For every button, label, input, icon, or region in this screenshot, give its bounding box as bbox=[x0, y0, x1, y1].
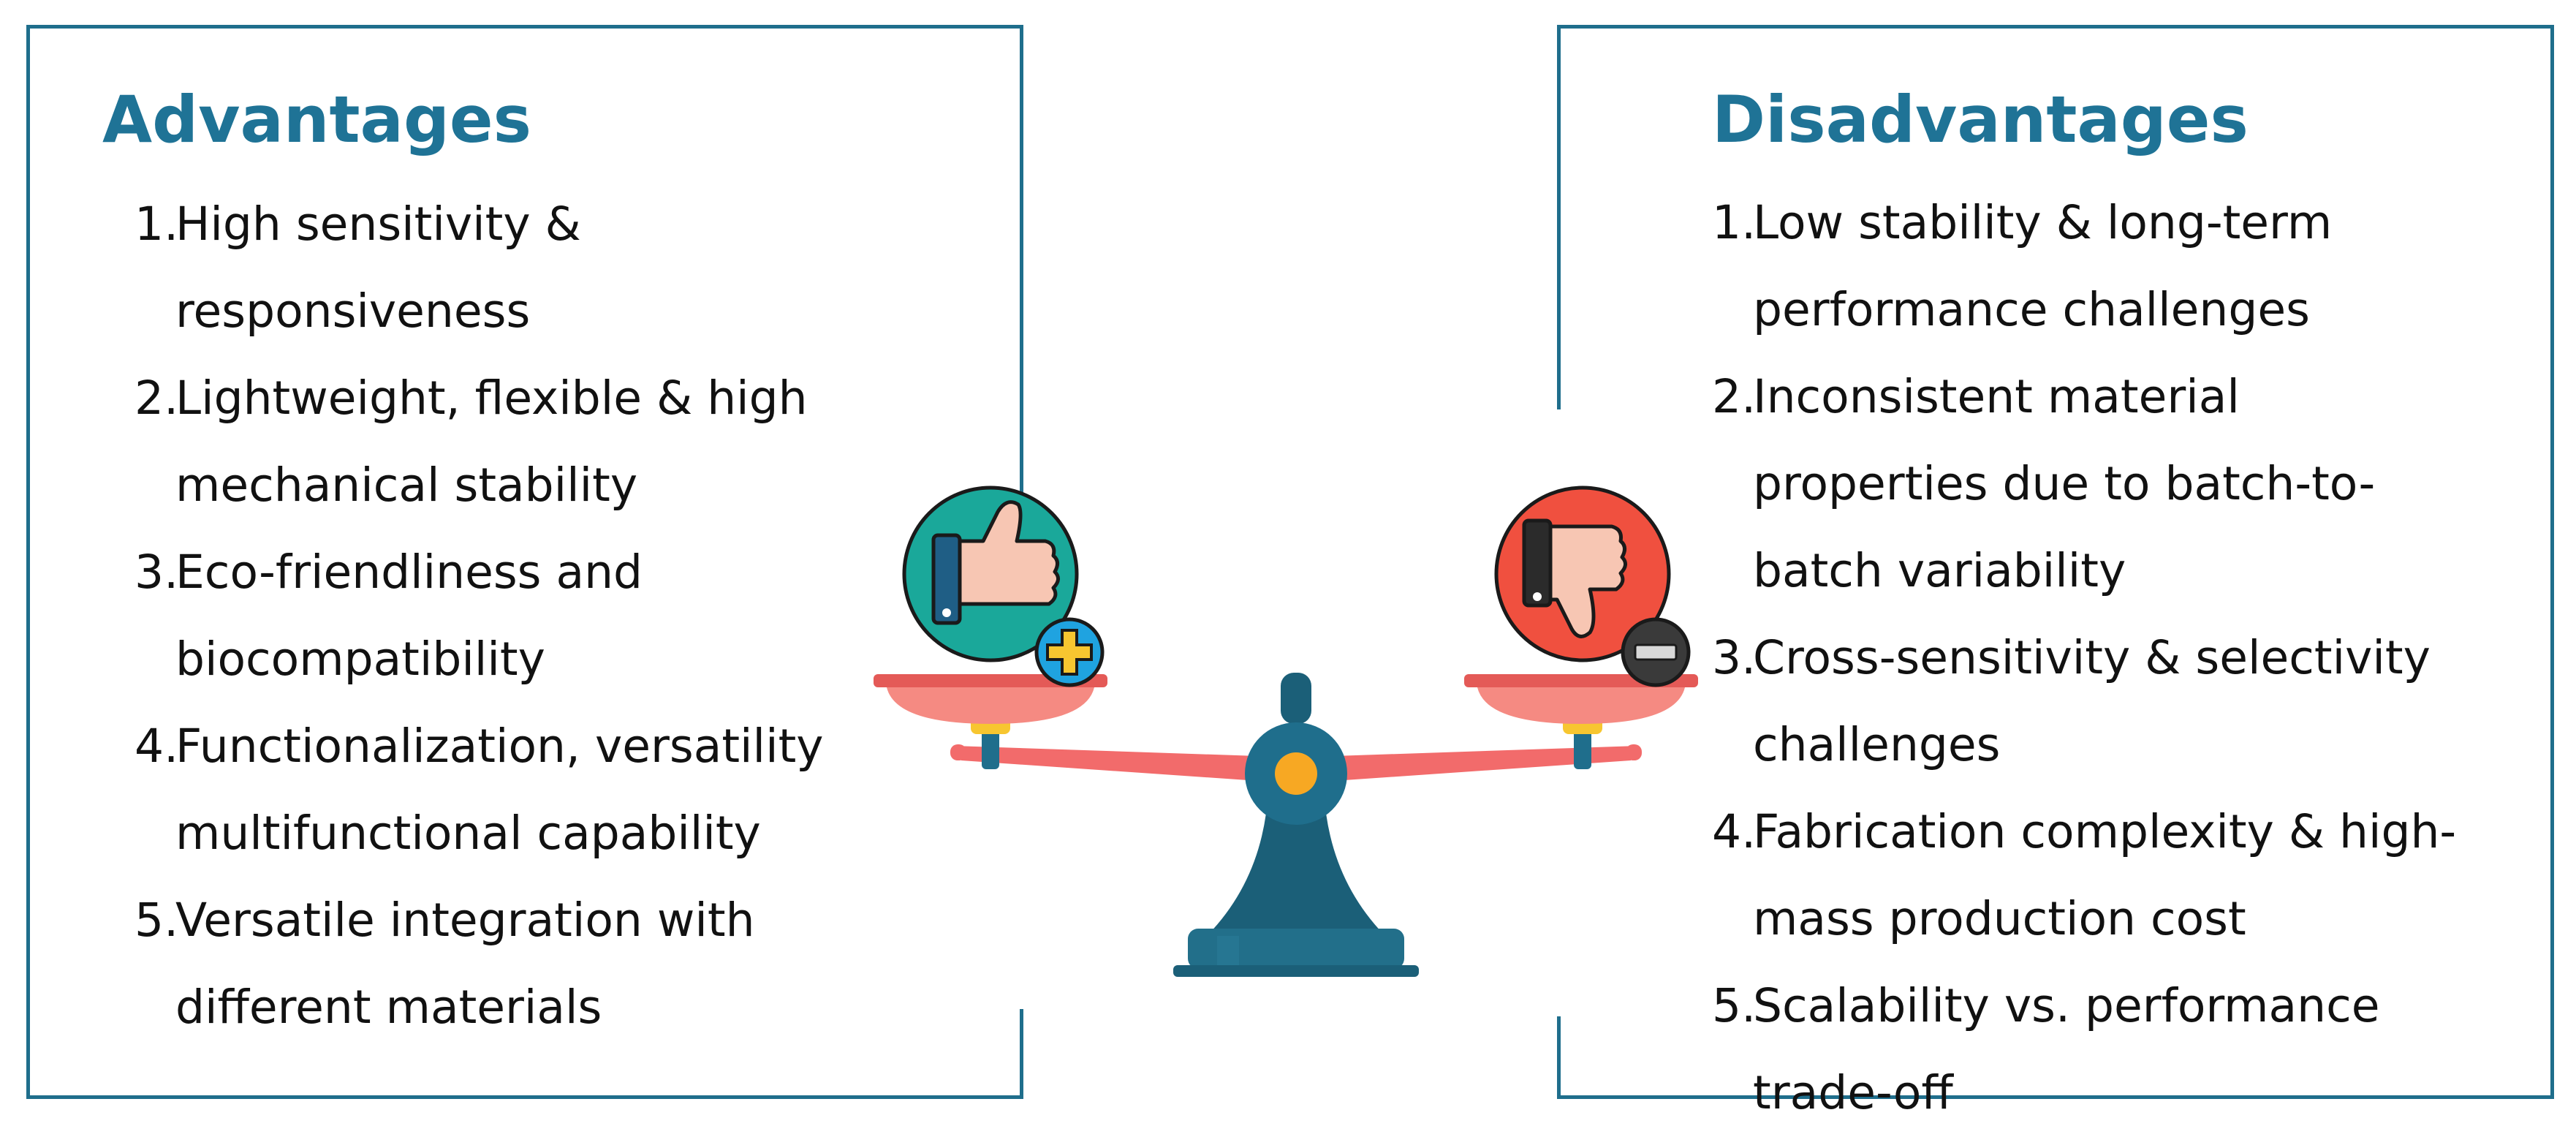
item-line: Inconsistent material bbox=[1753, 370, 2240, 423]
advantage-item: 2. Lightweight, flexible & high mechanic… bbox=[135, 355, 824, 529]
advantage-item: 1. High sensitivity & responsiveness bbox=[135, 181, 824, 355]
item-number: 2. bbox=[135, 371, 179, 425]
advantage-item: 5. Versatile integration with different … bbox=[135, 877, 824, 1051]
scale-beam bbox=[954, 746, 1638, 782]
item-line: mass production cost bbox=[1753, 892, 2246, 945]
disadvantages-title: Disadvantages bbox=[1712, 82, 2249, 157]
item-line: multifunctional capability bbox=[175, 807, 761, 860]
thumbs-up-icon bbox=[902, 486, 1079, 662]
item-line: responsiveness bbox=[175, 284, 531, 338]
disadvantage-item: 1. Low stability & long-term performance… bbox=[1712, 179, 2456, 353]
item-number: 4. bbox=[135, 719, 179, 773]
item-number: 5. bbox=[1712, 979, 1757, 1032]
item-line: different materials bbox=[175, 981, 602, 1034]
item-line: biocompatibility bbox=[175, 632, 545, 686]
item-number: 5. bbox=[135, 894, 179, 947]
item-number: 4. bbox=[1712, 805, 1757, 858]
advantage-item: 3. Eco-friendliness and biocompatibility bbox=[135, 529, 824, 703]
item-line: batch variability bbox=[1753, 544, 2126, 597]
disadvantage-item: 3. Cross-sensitivity & selectivity chall… bbox=[1712, 614, 2456, 788]
item-line: performance challenges bbox=[1753, 283, 2310, 336]
thumbs-down-icon bbox=[1494, 486, 1671, 662]
item-line: Scalability vs. performance bbox=[1753, 979, 2380, 1032]
item-line: Eco-friendliness and bbox=[175, 545, 643, 599]
item-line: Functionalization, versatility bbox=[175, 719, 824, 773]
item-line: High sensitivity & bbox=[175, 197, 581, 251]
item-line: Cross-sensitivity & selectivity bbox=[1753, 631, 2431, 684]
item-number: 1. bbox=[135, 197, 179, 251]
item-number: 3. bbox=[1712, 631, 1757, 684]
plus-icon bbox=[1034, 617, 1105, 687]
disadvantage-item: 5. Scalability vs. performance trade-off bbox=[1712, 962, 2456, 1136]
item-number: 1. bbox=[1712, 196, 1757, 249]
item-line: Fabrication complexity & high- bbox=[1753, 805, 2457, 858]
item-number: 3. bbox=[135, 545, 179, 599]
balance-scale-icon bbox=[874, 486, 1698, 977]
item-number: 2. bbox=[1712, 370, 1757, 423]
item-line: Lightweight, flexible & high bbox=[175, 371, 808, 425]
item-line: Low stability & long-term bbox=[1753, 196, 2333, 249]
minus-icon bbox=[1621, 617, 1691, 687]
item-line: challenges bbox=[1753, 718, 2001, 771]
disadvantage-item: 4. Fabrication complexity & high- mass p… bbox=[1712, 788, 2456, 962]
disadvantage-item: 2. Inconsistent material properties due … bbox=[1712, 353, 2456, 614]
disadvantages-list: 1. Low stability & long-term performance… bbox=[1712, 179, 2456, 1136]
item-line: trade-off bbox=[1753, 1066, 1953, 1119]
advantages-title: Advantages bbox=[102, 82, 531, 157]
advantage-item: 4. Functionalization, versatility multif… bbox=[135, 703, 824, 877]
scale-stand bbox=[1173, 673, 1419, 977]
item-line: mechanical stability bbox=[175, 458, 638, 512]
item-line: properties due to batch-to- bbox=[1753, 457, 2376, 510]
advantages-list: 1. High sensitivity & responsiveness 2. … bbox=[135, 181, 824, 1051]
item-line: Versatile integration with bbox=[175, 894, 755, 947]
